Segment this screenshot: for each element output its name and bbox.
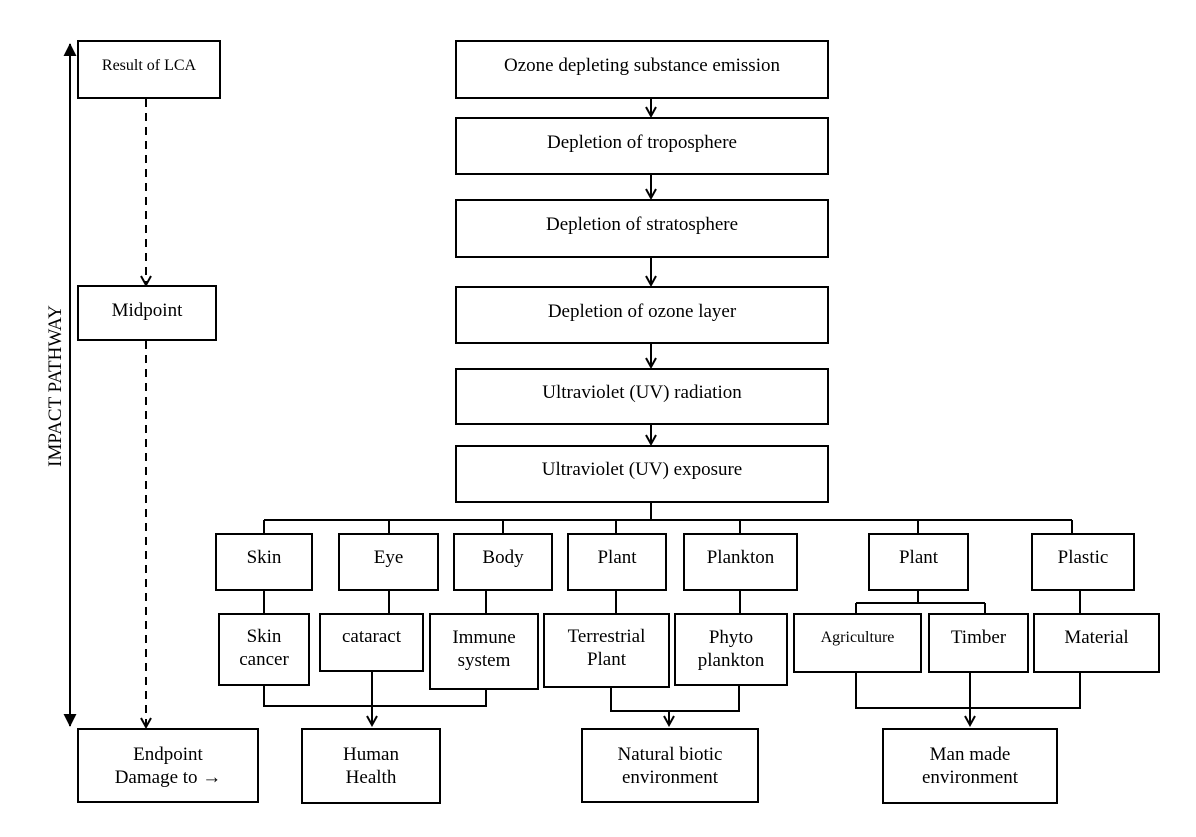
natural-environment-merge bbox=[610, 686, 740, 712]
receptor-plankton: Plankton bbox=[683, 533, 798, 591]
midpoint-box: Midpoint bbox=[77, 285, 217, 341]
chain-box-uv-exposure: Ultraviolet (UV) exposure bbox=[455, 445, 829, 503]
chain-box-uv-radiation: Ultraviolet (UV) radiation bbox=[455, 368, 829, 425]
receptor-effect-lines bbox=[263, 591, 1081, 613]
effect-phytoplankton: Phyto plankton bbox=[674, 613, 788, 686]
endpoint-natural-biotic-environment: Natural biotic environment bbox=[581, 728, 759, 803]
effect-immune-system: Immune system bbox=[429, 613, 539, 690]
receptor-plant-terrestrial: Plant bbox=[567, 533, 667, 591]
receptor-plant-crops: Plant bbox=[868, 533, 969, 591]
effect-material: Material bbox=[1033, 613, 1160, 673]
chain-box-emission: Ozone depleting substance emission bbox=[455, 40, 829, 99]
man-made-merge bbox=[855, 673, 1081, 709]
receptor-skin: Skin bbox=[215, 533, 313, 591]
chain-box-ozone-layer: Depletion of ozone layer bbox=[455, 286, 829, 344]
endpoint-man-made-environment: Man made environment bbox=[882, 728, 1058, 804]
chain-box-troposphere: Depletion of troposphere bbox=[455, 117, 829, 175]
result-of-lca-box: Result of LCA bbox=[77, 40, 221, 99]
receptor-body: Body bbox=[453, 533, 553, 591]
effect-terrestrial-plant: Terrestrial Plant bbox=[543, 613, 670, 688]
human-health-merge bbox=[263, 672, 487, 707]
chain-box-stratosphere: Depletion of stratosphere bbox=[455, 199, 829, 258]
impact-pathway-label: IMPACT PATHWAY bbox=[45, 305, 66, 467]
effect-cataract: cataract bbox=[319, 613, 424, 672]
receptor-branch-lines bbox=[263, 503, 1073, 533]
effect-skin-cancer: Skin cancer bbox=[218, 613, 310, 686]
effect-agriculture: Agriculture bbox=[793, 613, 922, 673]
endpoint-box: Endpoint Damage to → bbox=[77, 728, 259, 803]
endpoint-human-health: Human Health bbox=[301, 728, 441, 804]
receptor-plastic: Plastic bbox=[1031, 533, 1135, 591]
effect-timber: Timber bbox=[928, 613, 1029, 673]
receptor-eye: Eye bbox=[338, 533, 439, 591]
